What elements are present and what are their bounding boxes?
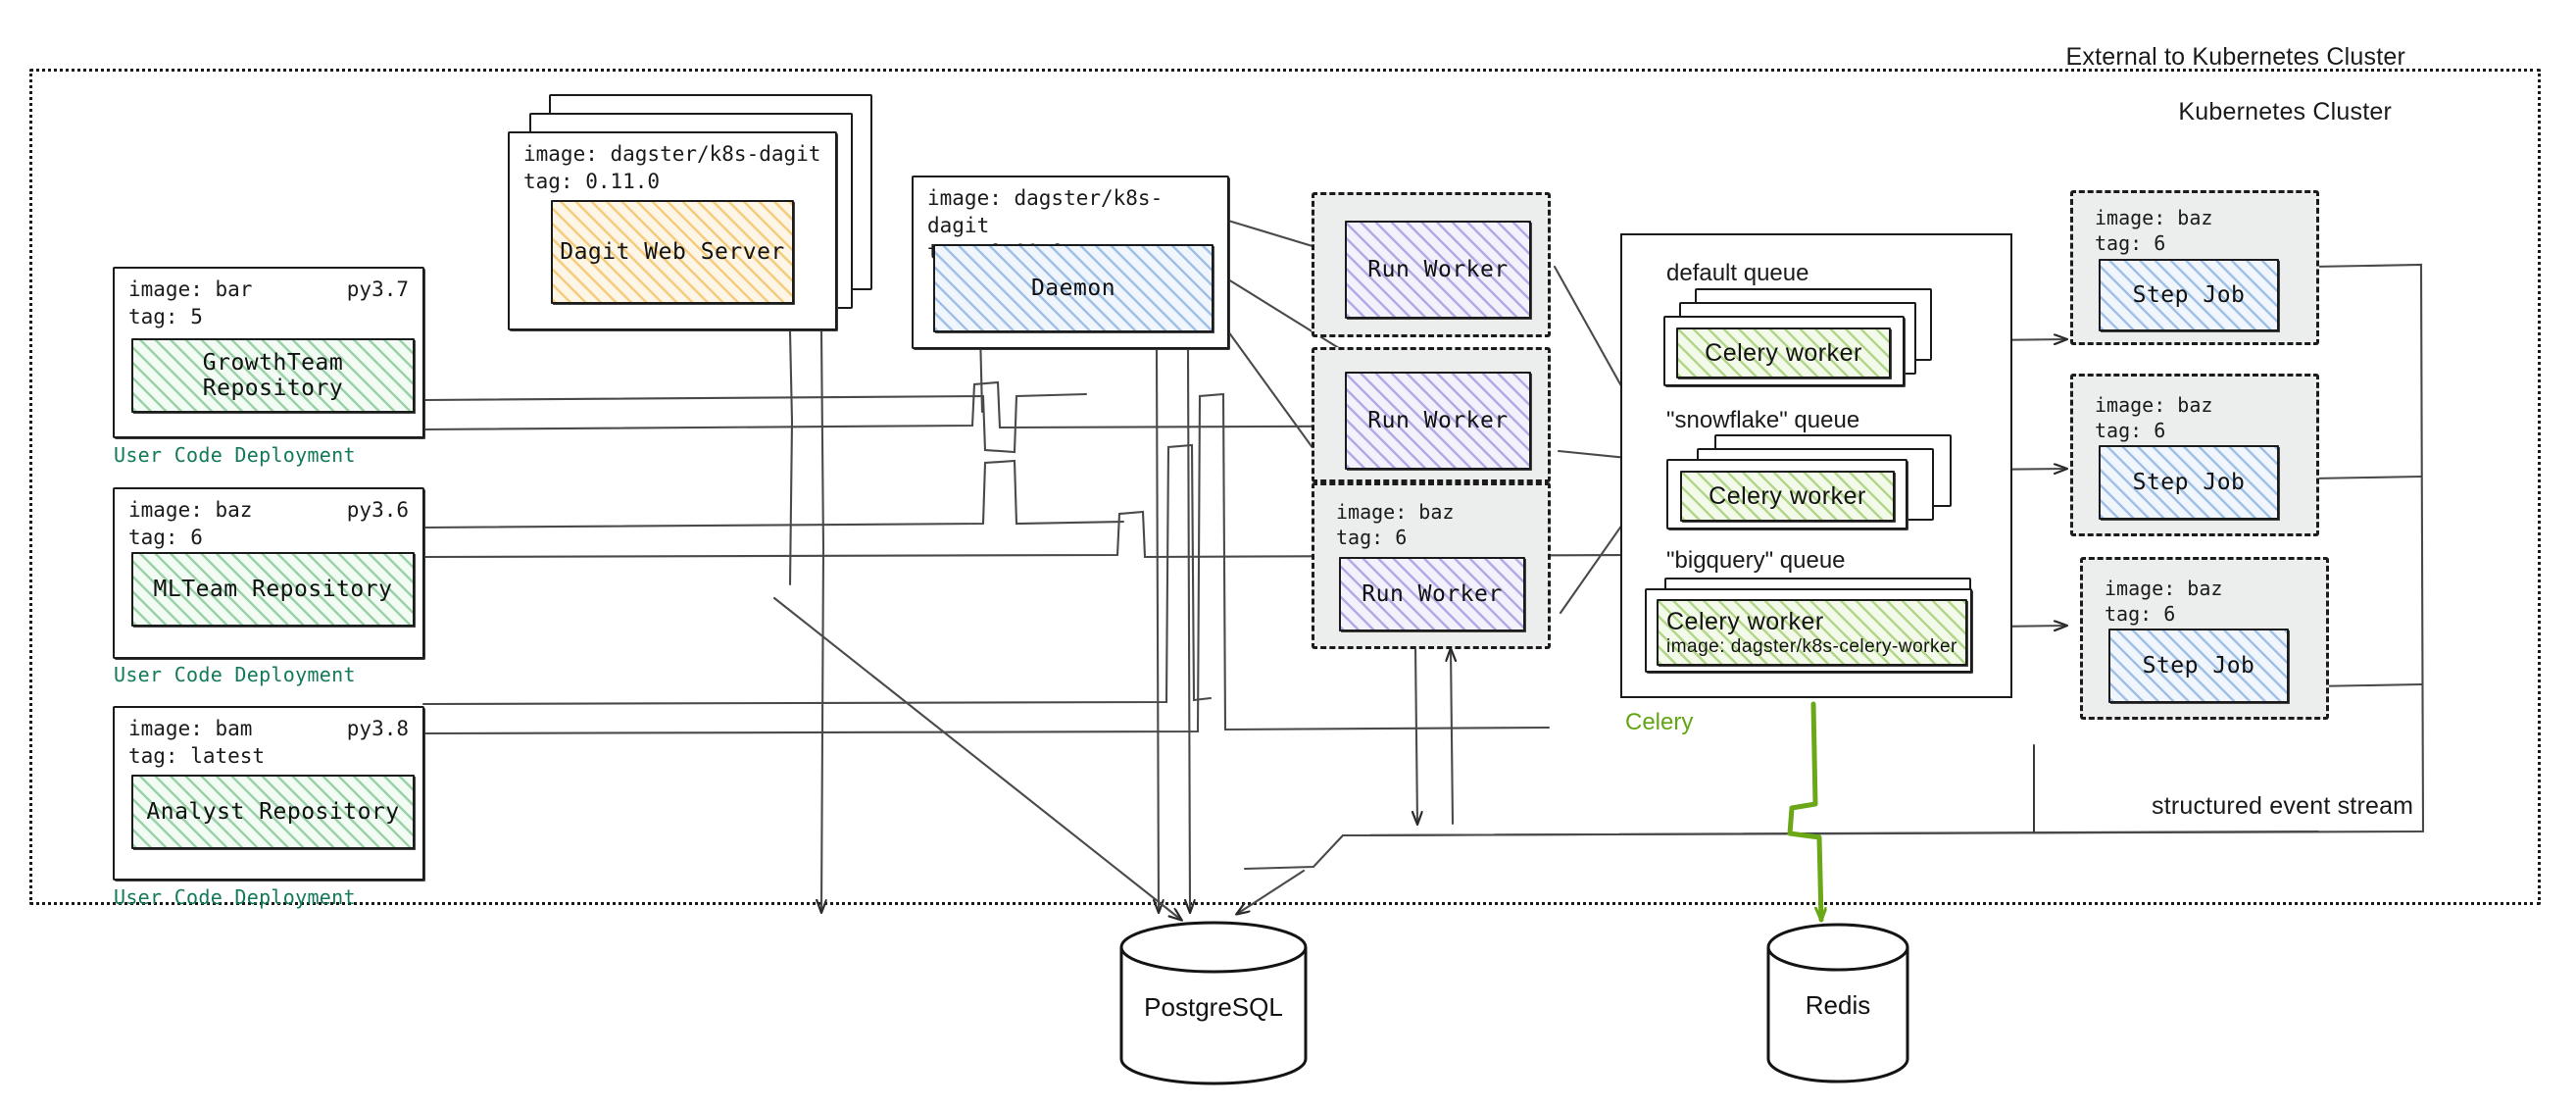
- deployment-2-tag: tag: 6: [128, 525, 203, 549]
- step-job-2-meta: image: baz tag: 6: [2095, 392, 2303, 444]
- queue-title-default: default queue: [1666, 260, 1809, 286]
- celery-worker-default-pod[interactable]: Celery worker: [1663, 316, 1905, 386]
- deployment-3-caption: User Code Deployment: [114, 885, 356, 909]
- step-job-1-tag: tag: 6: [2095, 231, 2166, 256]
- daemon-image: image: dagster/k8s-dagit: [927, 186, 1164, 237]
- dagit-image: image: dagster/k8s-dagit: [523, 142, 821, 166]
- growthteam-repository[interactable]: GrowthTeam Repository: [131, 338, 415, 413]
- step-job-pod-3[interactable]: image: baz tag: 6 Step Job: [2080, 557, 2329, 720]
- deployment-2-image: image: baz: [128, 498, 253, 522]
- kubernetes-cluster-label: Kubernetes Cluster: [2178, 98, 2392, 126]
- deployment-3-image: image: bam: [128, 717, 253, 740]
- user-code-deployment-2[interactable]: image: baz py3.6 tag: 6 MLTeam Repositor…: [113, 487, 424, 659]
- run-worker-2[interactable]: Run Worker: [1345, 372, 1531, 470]
- celery-worker-snowflake-pod[interactable]: Celery worker: [1666, 459, 1907, 529]
- queue-title-bigquery: "bigquery" queue: [1666, 547, 1846, 574]
- deployment-3-python: py3.8: [346, 717, 409, 740]
- daemon-pod[interactable]: image: dagster/k8s-dagit tag: 0.11.0 Dae…: [912, 176, 1229, 349]
- deployment-2-caption: User Code Deployment: [114, 663, 356, 686]
- celery-worker-bigquery-label: Celery worker: [1666, 607, 1824, 635]
- step-job-3-meta: image: baz tag: 6: [2105, 576, 2312, 628]
- celery-worker-snowflake-label: Celery worker: [1709, 481, 1866, 510]
- deployment-3-tag: tag: latest: [128, 743, 266, 768]
- deployment-1-python: py3.7: [346, 277, 409, 301]
- run-worker-3[interactable]: Run Worker: [1339, 557, 1525, 631]
- external-cluster-label: External to Kubernetes Cluster: [2065, 43, 2405, 71]
- queue-title-snowflake: "snowflake" queue: [1666, 407, 1860, 433]
- step-job-pod-1[interactable]: image: baz tag: 6 Step Job: [2070, 190, 2319, 345]
- run-worker-3-image: image: baz: [1336, 500, 1455, 524]
- celery-worker-snowflake[interactable]: Celery worker: [1680, 471, 1895, 522]
- step-job-2-tag: tag: 6: [2095, 419, 2166, 443]
- run-worker-pod-1[interactable]: Run Worker: [1312, 192, 1551, 337]
- deployment-3-meta: image: bam py3.8 tag: latest: [128, 716, 409, 770]
- celery-caption: Celery: [1625, 709, 1694, 735]
- step-job-2[interactable]: Step Job: [2099, 445, 2279, 520]
- postgresql-database[interactable]: PostgreSQL: [1117, 921, 1310, 1088]
- dagit-web-server-component[interactable]: Dagit Web Server: [551, 200, 794, 304]
- step-job-1-image: image: baz: [2095, 206, 2213, 229]
- deployment-1-image: image: bar: [128, 277, 253, 301]
- user-code-deployment-3[interactable]: image: bam py3.8 tag: latest Analyst Rep…: [113, 706, 424, 881]
- redis-database[interactable]: Redis: [1764, 922, 1911, 1088]
- celery-worker-bigquery-image: image: dagster/k8s-celery-worker: [1666, 635, 1957, 657]
- dagit-tag: tag: 0.11.0: [523, 169, 661, 193]
- redis-label: Redis: [1805, 990, 1871, 1020]
- deployment-1-meta: image: bar py3.7 tag: 5: [128, 277, 409, 330]
- celery-worker-default[interactable]: Celery worker: [1676, 327, 1891, 378]
- analyst-repository[interactable]: Analyst Repository: [131, 775, 415, 849]
- run-worker-1[interactable]: Run Worker: [1345, 221, 1531, 319]
- postgresql-label: PostgreSQL: [1144, 992, 1283, 1022]
- step-job-1[interactable]: Step Job: [2099, 259, 2279, 331]
- daemon-component[interactable]: Daemon: [933, 244, 1214, 332]
- dagit-web-server[interactable]: image: dagster/k8s-dagit tag: 0.11.0 Dag…: [508, 131, 837, 330]
- step-job-3-tag: tag: 6: [2105, 602, 2176, 627]
- structured-event-stream-label: structured event stream: [2152, 792, 2414, 820]
- deployment-2-meta: image: baz py3.6 tag: 6: [128, 497, 409, 551]
- dagit-meta: image: dagster/k8s-dagit tag: 0.11.0: [523, 141, 821, 195]
- step-job-3[interactable]: Step Job: [2108, 629, 2289, 703]
- deployment-1-tag: tag: 5: [128, 304, 203, 328]
- mlteam-repository[interactable]: MLTeam Repository: [131, 552, 415, 627]
- celery-worker-bigquery-pod[interactable]: Celery worker image: dagster/k8s-celery-…: [1645, 588, 1972, 673]
- celery-worker-bigquery[interactable]: Celery worker image: dagster/k8s-celery-…: [1657, 599, 1967, 666]
- celery-worker-default-label: Celery worker: [1705, 338, 1862, 367]
- step-job-2-image: image: baz: [2095, 393, 2213, 417]
- step-job-1-meta: image: baz tag: 6: [2095, 205, 2303, 257]
- run-worker-3-meta: image: baz tag: 6: [1336, 499, 1534, 551]
- step-job-pod-2[interactable]: image: baz tag: 6 Step Job: [2070, 374, 2319, 536]
- deployment-2-python: py3.6: [346, 498, 409, 522]
- run-worker-3-tag: tag: 6: [1336, 526, 1408, 550]
- run-worker-pod-3[interactable]: image: baz tag: 6 Run Worker: [1312, 482, 1551, 649]
- step-job-3-image: image: baz: [2105, 577, 2223, 600]
- user-code-deployment-1[interactable]: image: bar py3.7 tag: 5 GrowthTeam Repos…: [113, 267, 424, 438]
- run-worker-pod-2[interactable]: Run Worker: [1312, 347, 1551, 482]
- deployment-1-caption: User Code Deployment: [114, 443, 356, 467]
